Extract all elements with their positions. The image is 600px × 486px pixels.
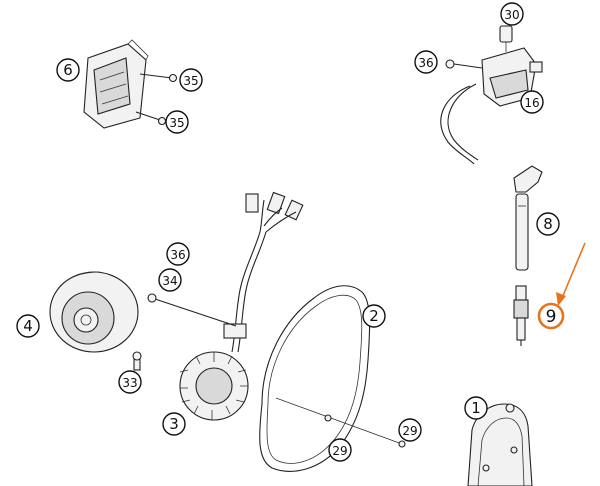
flywheel-part-4 [49,271,139,353]
callout-33: 33 [118,370,142,394]
svg-text:35: 35 [169,116,184,130]
callout-9-highlighted: 9 [537,302,565,330]
wiring-harness [223,191,304,353]
spark-plug-connector-part-8 [513,165,543,271]
dowel-pins-29 [275,397,406,448]
svg-text:4: 4 [23,317,33,335]
svg-text:29: 29 [332,444,347,458]
svg-text:30: 30 [504,8,519,22]
callout-4: 4 [16,314,40,338]
svg-text:2: 2 [369,307,379,325]
stator-part-3 [179,351,249,421]
callout-29-right: 29 [398,418,422,442]
callout-16: 16 [520,90,544,114]
svg-text:8: 8 [543,215,553,233]
svg-text:35: 35 [183,74,198,88]
bolt-35-upper [139,73,178,83]
svg-text:34: 34 [162,274,177,288]
cover-part-1 [467,403,533,486]
callout-30: 30 [500,2,524,26]
gasket-part-2 [259,285,371,472]
screw-36-coil [445,59,483,69]
ignition-coil-part-16 [440,47,543,165]
callout-29-left: 29 [328,438,352,462]
callout-35-lower: 35 [165,110,189,134]
callout-35-upper: 35 [179,68,203,92]
bolt-33 [132,351,142,371]
callout-8: 8 [536,212,560,236]
svg-text:36: 36 [170,248,185,262]
callout-3: 3 [162,412,186,436]
bolt-34 [147,293,237,327]
svg-text:1: 1 [471,399,481,417]
callout-6: 6 [56,58,80,82]
svg-text:9: 9 [546,307,557,327]
spark-plug-part-9 [513,285,529,346]
svg-text:36: 36 [418,56,433,70]
highlight-arrow-9 [556,242,586,306]
boot-part-30 [499,25,513,52]
callout-34: 34 [158,268,182,292]
callout-2: 2 [362,304,386,328]
callout-36-stator: 36 [166,242,190,266]
module-part-6 [83,39,149,129]
callout-1: 1 [464,396,488,420]
callout-36-coil: 36 [414,50,438,74]
svg-text:29: 29 [402,424,417,438]
svg-text:3: 3 [169,415,179,433]
svg-text:16: 16 [524,96,539,110]
svg-text:33: 33 [122,376,137,390]
svg-text:6: 6 [63,61,73,79]
